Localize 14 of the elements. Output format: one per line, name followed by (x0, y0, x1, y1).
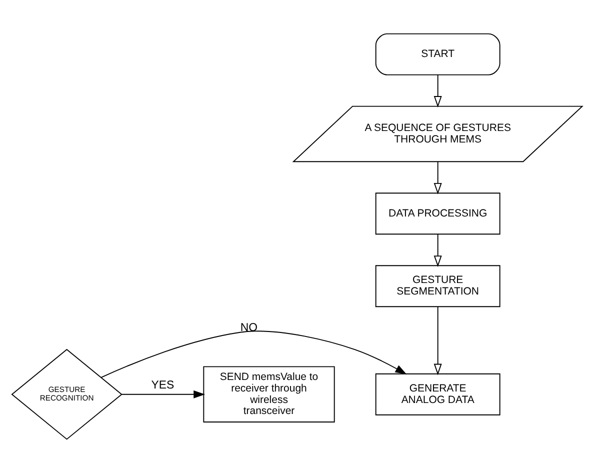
arrow (121, 390, 206, 398)
arrow (434, 306, 442, 375)
arrow (434, 233, 442, 267)
edge-label: YES (151, 378, 174, 391)
node-box: GESTURE SEGMENTATION (375, 264, 500, 307)
arrow (100, 330, 407, 378)
node-box: SEND memsValue to receiver through wireless transceiver (203, 366, 335, 422)
node-box: GENERATE ANALOG DATA (375, 372, 500, 415)
edge-label: NO (240, 322, 258, 334)
node-diamond: GESTURE RECOGNITION (11, 348, 122, 440)
arrow (434, 74, 442, 107)
node-box: DATA PROCESSING (375, 192, 500, 234)
node-box: START (375, 32, 500, 75)
arrow (434, 160, 442, 194)
